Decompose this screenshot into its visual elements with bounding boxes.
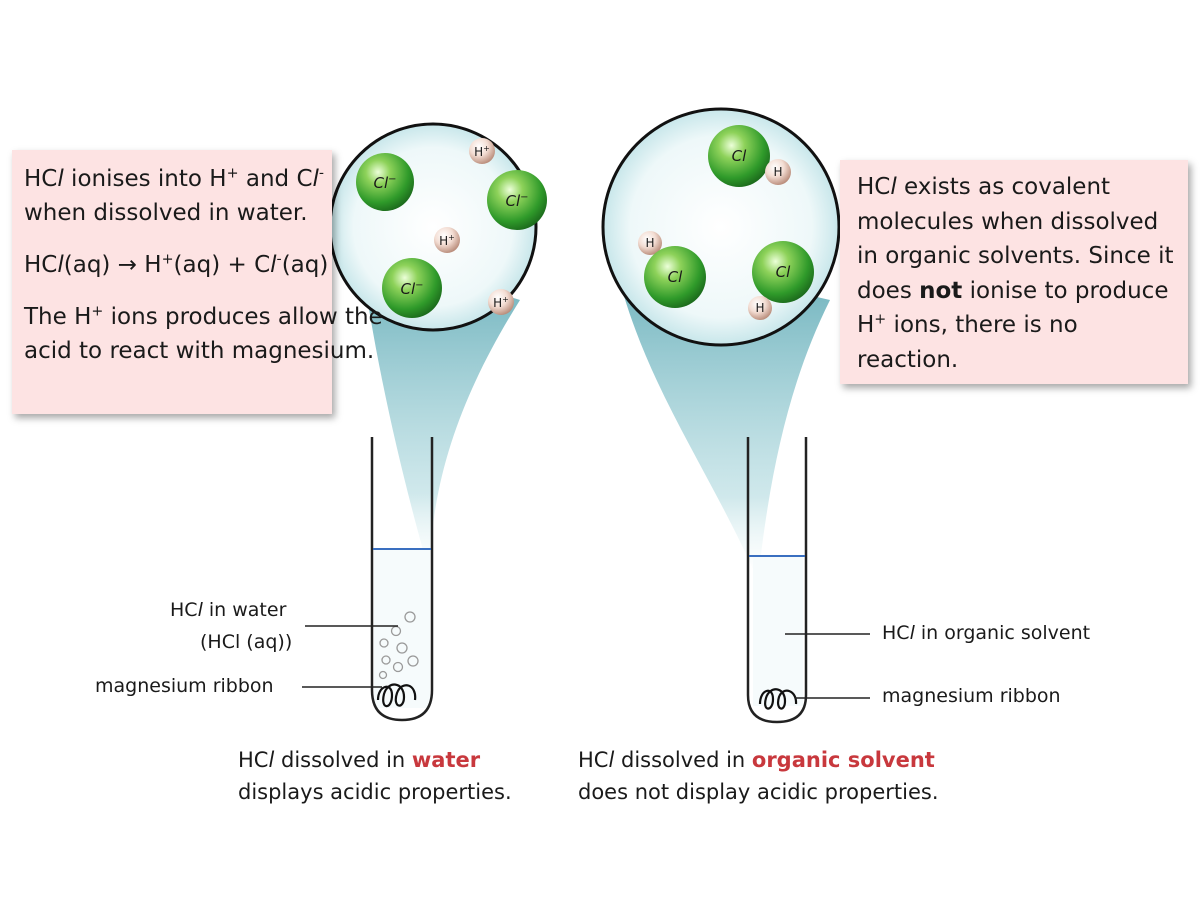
right-magnesium-label: magnesium ribbon: [882, 685, 1061, 707]
left-hydrogen-label-2: H+: [439, 233, 455, 248]
right-box-line2: molecules when dissolved: [857, 208, 1159, 235]
right-box-line3: in organic solvents. Since it: [857, 243, 1174, 269]
left-box-line6: acid to react with magnesium.: [24, 338, 375, 364]
right-explanation-text: HCl exists as covalent molecules when di…: [857, 170, 1174, 377]
right-hydrogen-label-3: H: [755, 301, 764, 315]
left-chloride-ion-3: [382, 258, 442, 318]
left-caption: HCl dissolved in water displays acidic p…: [238, 744, 512, 808]
left-hydrogen-ion-1: [469, 138, 495, 164]
left-caption-line2: displays acidic properties.: [238, 780, 512, 804]
right-hydrogen-label-1: H: [773, 165, 782, 179]
left-chloride-label-3: Cl−: [400, 280, 423, 298]
right-caption-line1: HCl dissolved in organic solvent: [578, 748, 935, 772]
left-hydrogen-ion-2: [434, 227, 460, 253]
left-magnifier-beam: [360, 250, 520, 575]
right-hcl-molecule-3: [748, 241, 814, 320]
left-test-tube: [370, 437, 434, 722]
left-chloride-label-2: Cl−: [505, 192, 528, 210]
left-hcl-formula-label: (HCl (aq)): [200, 631, 293, 653]
left-hcl-label: HCl in water: [170, 599, 287, 621]
left-chloride-label-1: Cl−: [373, 174, 396, 192]
left-caption-line1: HCl dissolved in water: [238, 748, 481, 772]
left-box-line2: when dissolved in water.: [24, 200, 308, 226]
left-box-line5: The H+ ions produces allow the: [24, 303, 383, 330]
right-box-line6: reaction.: [857, 346, 959, 373]
left-magnesium-ribbon: [376, 683, 417, 708]
right-chlorine-label-2: Cl: [668, 268, 683, 286]
left-explanation-text: HCl ionises into H+ and Cl- when dissolv…: [24, 162, 383, 368]
right-explanation-box: [840, 160, 1188, 384]
right-hcl-label: HCl in organic solvent: [882, 622, 1091, 644]
right-hydrogen-label-2: H: [645, 236, 654, 250]
right-magnesium-ribbon: [758, 688, 798, 710]
right-box-line5: H+ ions, there is no: [857, 311, 1078, 338]
right-box-line4: does not ionise to produce: [857, 277, 1169, 304]
right-chlorine-label-3: Cl: [776, 263, 791, 281]
right-test-tube: [746, 437, 808, 724]
left-chloride-ion-2: [487, 170, 547, 230]
left-hydrogen-ion-3: [488, 289, 514, 315]
right-hcl-molecule-2: [638, 231, 706, 308]
left-explanation-box: [12, 150, 332, 414]
right-chlorine-label-1: Cl: [732, 147, 747, 165]
right-caption-line2: does not display acidic properties.: [578, 780, 939, 804]
left-box-line1: HCl ionises into H+ and Cl-: [24, 165, 325, 192]
right-hcl-molecule-1: [708, 125, 791, 187]
left-hydrogen-label-3: H+: [493, 295, 509, 310]
right-caption: HCl dissolved in organic solvent does no…: [578, 744, 939, 808]
left-magnesium-label: magnesium ribbon: [95, 675, 274, 697]
left-chloride-ion-1: [356, 153, 414, 211]
left-box-equation: HCl(aq) → H+(aq) + Cl-(aq): [24, 251, 329, 278]
right-box-line1: HCl exists as covalent: [857, 174, 1111, 200]
left-hydrogen-label-1: H+: [474, 144, 490, 159]
